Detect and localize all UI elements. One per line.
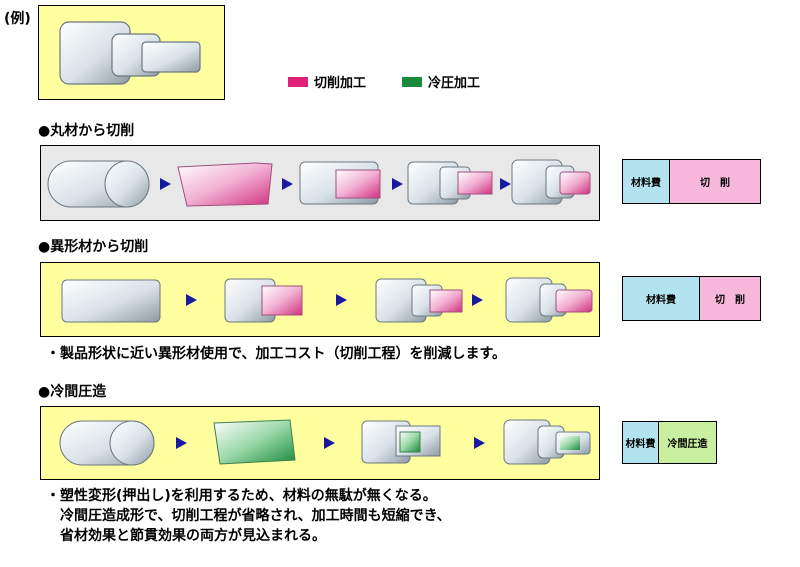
- section-profile-title: ●異形材から切削: [38, 239, 149, 255]
- cost-material: 材料費: [623, 422, 659, 463]
- legend-cutting: 切削加工: [288, 72, 366, 91]
- cold-stage1-icon: [213, 419, 296, 465]
- cost-material: 材料費: [623, 277, 700, 320]
- cost-material: 材料費: [623, 160, 670, 203]
- cut-block-icon: [177, 162, 273, 207]
- arrow-icon: [282, 178, 293, 190]
- example-label: (例): [4, 11, 31, 27]
- cost-process: 切 削: [700, 277, 760, 320]
- cold-product-icon: [503, 419, 591, 465]
- arrow-icon: [160, 178, 171, 190]
- cut-stage3-icon: [407, 161, 493, 205]
- arrow-icon: [324, 437, 335, 449]
- profile-bar-icon: [61, 279, 161, 323]
- profile-note: ・製品形状に近い異形材使用で、加工コスト（切削工程）を削減します。: [46, 346, 507, 362]
- cold-note-line-2: 冷間圧造成形で、切削工程が省略され、加工時間も短縮でき、: [60, 508, 451, 524]
- arrow-icon: [500, 178, 511, 190]
- cut-product-icon: [511, 159, 591, 205]
- example-product-icon: [59, 21, 201, 85]
- cost-bar-profile: 材料費 切 削: [622, 276, 761, 321]
- cold-note: ・塑性変形(押出し)を利用するため、材料の無駄が無くなる。 冷間圧造成形で、切削…: [46, 486, 451, 546]
- arrow-icon: [472, 294, 483, 306]
- cost-bar-round: 材料費 切 削: [622, 159, 761, 204]
- arrow-icon: [186, 294, 197, 306]
- cold-stage2-icon: [361, 420, 441, 464]
- legend-cold: 冷圧加工: [402, 72, 480, 91]
- section-cold-title: ●冷間圧造: [38, 384, 107, 400]
- profile-stage3-icon: [375, 278, 463, 323]
- arrow-icon: [474, 437, 485, 449]
- cost-process: 冷間圧造: [659, 422, 716, 463]
- arrow-icon: [392, 178, 403, 190]
- cut-stage2-icon: [299, 161, 381, 205]
- cold-bar-icon: [59, 420, 155, 466]
- cutting-swatch: [288, 76, 308, 87]
- cold-note-line-1: ・塑性変形(押出し)を利用するため、材料の無駄が無くなる。: [46, 488, 437, 504]
- arrow-icon: [176, 437, 187, 449]
- legend-cold-label: 冷圧加工: [428, 76, 481, 91]
- round-bar-icon: [47, 160, 150, 208]
- cost-process: 切 削: [670, 160, 760, 203]
- profile-stage2-icon: [224, 278, 303, 323]
- legend-cutting-label: 切削加工: [314, 76, 367, 91]
- cold-note-line-3: 省材効果と節貫効果の両方が見込まれる。: [60, 528, 326, 544]
- profile-product-icon: [505, 277, 593, 323]
- cost-bar-cold: 材料費 冷間圧造: [622, 421, 717, 464]
- arrow-icon: [336, 294, 347, 306]
- section-round-title: ●丸材から切削: [38, 123, 135, 139]
- cold-swatch: [402, 76, 422, 87]
